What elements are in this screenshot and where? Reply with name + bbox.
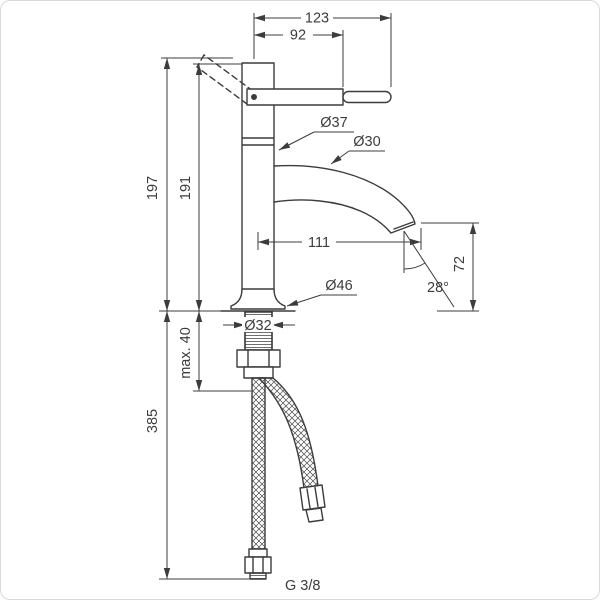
hose-end-collar xyxy=(248,548,268,558)
dim-label-max-deck: max. 40 xyxy=(178,327,194,379)
dim-label-dia-spout: Ø30 xyxy=(353,134,380,150)
dim-label-spout-reach: 111 xyxy=(308,235,330,251)
hose-fitting-diagonal-faces xyxy=(306,486,319,509)
hose-end-thread xyxy=(249,572,267,580)
fastening-nut xyxy=(236,349,281,368)
handle-lever xyxy=(246,88,344,106)
handle-grip xyxy=(342,90,392,104)
dim-label-outlet-height: 72 xyxy=(452,256,468,272)
aerator-line xyxy=(393,221,414,230)
supply-hose-diagonal xyxy=(258,377,319,489)
faucet-body xyxy=(241,62,275,292)
hose-fitting-diagonal-tip xyxy=(305,507,324,523)
label-halo xyxy=(242,317,274,332)
dimension-labels: 123 92 197 191 385 max. 40 Ø37 Ø30 111 7… xyxy=(145,11,468,595)
dim-label-dia-shank: Ø32 xyxy=(244,318,271,334)
dim-label-thread: G 3/8 xyxy=(285,578,320,594)
collar xyxy=(243,366,274,379)
dim-label-lever-width: 92 xyxy=(290,28,306,44)
dim-label-dia-body: Ø37 xyxy=(320,115,347,131)
dim-label-height-body: 191 xyxy=(178,176,194,200)
hose-end-nut xyxy=(244,556,272,574)
hose-end-nut-faces xyxy=(252,556,264,574)
base-escutcheon xyxy=(230,288,286,310)
handle-pivot-pin xyxy=(250,93,257,100)
nut-faces xyxy=(247,349,270,368)
dim-label-dia-base: Ø46 xyxy=(325,278,352,294)
supply-hose-straight xyxy=(251,377,266,550)
handle-swing-dashed xyxy=(196,54,254,105)
dim-label-top-width: 123 xyxy=(305,11,329,27)
faucet-outline xyxy=(220,62,416,580)
dimension-arrowheads xyxy=(163,14,477,579)
hose-fitting-diagonal xyxy=(299,484,326,511)
spout xyxy=(273,164,416,234)
dim-label-stream-angle: 28° xyxy=(427,280,449,296)
dim-label-height-total: 197 xyxy=(145,176,161,200)
dim-label-hose-length: 385 xyxy=(145,409,161,433)
